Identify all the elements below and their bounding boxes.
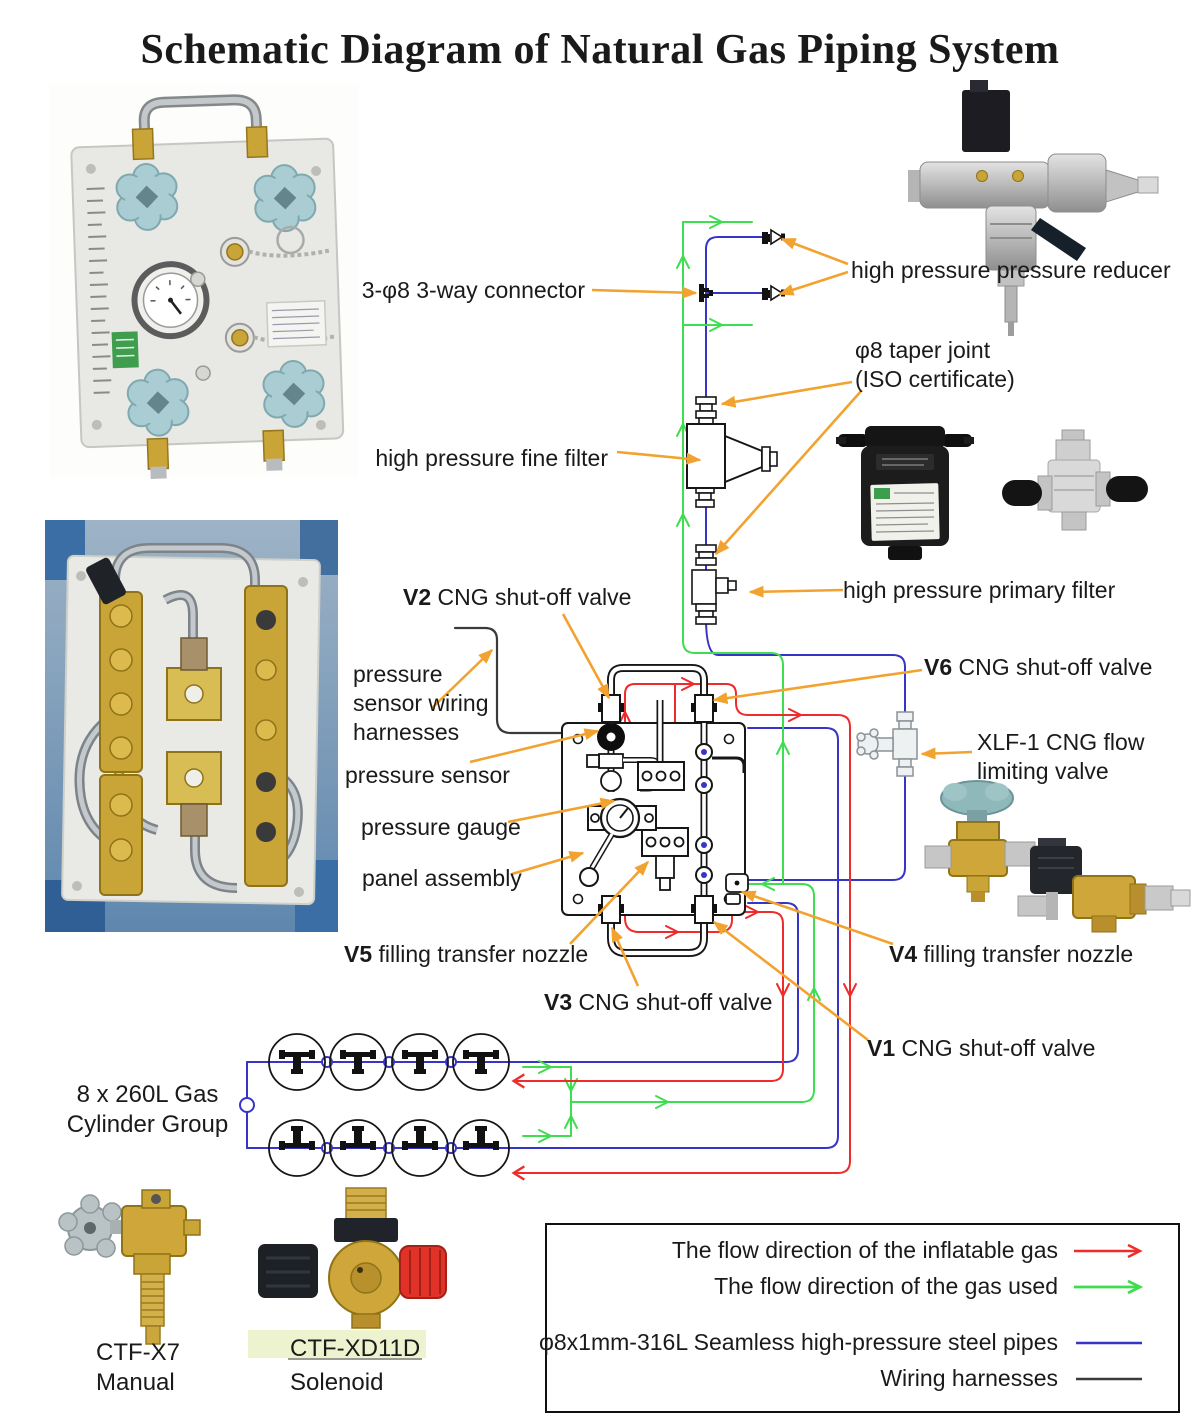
legend-row-inflatable: The flow direction of the inflatable gas — [672, 1237, 1150, 1264]
label-taper-joint: φ8 taper joint(ISO certificate) — [855, 337, 1015, 392]
v6-valve-symbol — [691, 694, 717, 723]
green-arrow-icon — [1074, 1279, 1144, 1294]
label-three-way-connector: 3-φ8 3-way connector — [361, 277, 585, 303]
photo-ctf-x7-valve — [58, 1189, 201, 1345]
label-v5-nozzle: V5 filling transfer nozzle — [344, 941, 589, 967]
primary-filter-symbol — [691, 544, 737, 625]
caption-underline — [288, 1358, 422, 1360]
v3-valve-symbol — [691, 895, 717, 924]
label-v2-valve: V2 CNG shut-off valve — [403, 584, 632, 610]
label-v3-valve: V3 CNG shut-off valve — [544, 989, 773, 1015]
wiring-harness-line — [453, 626, 599, 735]
photo-manifold-assembly — [45, 520, 338, 932]
label-arrows — [431, 237, 973, 1042]
label-primary-filter: high pressure primary filter — [843, 577, 1116, 603]
cylinder-row-bottom — [268, 1119, 510, 1177]
label-panel-assembly: panel assembly — [362, 865, 522, 891]
pressure-sensor-symbol — [597, 723, 625, 751]
v4-nozzle-symbol — [725, 873, 749, 905]
label-pressure-sensor: pressure sensor — [345, 762, 510, 788]
gas-cylinder-group — [268, 1033, 510, 1177]
blue-line-icon — [1076, 1341, 1142, 1344]
photo-inline-valve — [1002, 429, 1148, 531]
label-v1-valve: V1 CNG shut-off valve — [867, 1035, 1096, 1061]
xlf-flow-limiting-valve-symbol — [856, 711, 918, 777]
red-arrow-icon — [1074, 1243, 1143, 1258]
v2-valve-symbol — [598, 694, 624, 723]
label-pressure-reducer: high pressure pressure reducer — [851, 257, 1171, 283]
center-block-lower — [641, 827, 689, 891]
photo-ctf-xd11d-valve — [258, 1187, 447, 1329]
photo-valve-panel — [50, 85, 358, 479]
v5-valve-symbol — [598, 895, 624, 924]
center-block-upper — [637, 761, 685, 791]
three-way-connector-symbol — [699, 284, 713, 302]
label-v6-valve: V6 CNG shut-off valve — [924, 654, 1153, 680]
handwheel — [115, 162, 326, 437]
gauge — [131, 261, 210, 340]
caption-highlight — [248, 1330, 426, 1358]
black-line-icon — [1076, 1377, 1142, 1380]
label-fine-filter: high pressure fine filter — [375, 445, 608, 471]
pressure-reducer-symbol — [762, 228, 785, 302]
fine-filter-symbol — [686, 423, 778, 489]
legend-row-gas-used: The flow direction of the gas used — [714, 1273, 1150, 1300]
panel-assembly-drawing — [561, 664, 749, 957]
photo-solenoid-valve — [1017, 838, 1191, 933]
photo-primary-filter — [836, 426, 974, 560]
cylinder-valve-symbols — [279, 1050, 499, 1150]
legend-box: The flow direction of the inflatable gas… — [539, 1223, 1180, 1413]
legend-row-steel-pipes: φ8x1mm-316L Seamless high-pressure steel… — [539, 1329, 1150, 1356]
page-title: Schematic Diagram of Natural Gas Piping … — [140, 27, 1060, 73]
cylinder-row-top — [268, 1033, 510, 1091]
legend-row-wiring: Wiring harnesses — [880, 1365, 1150, 1392]
photo-pressure-reducer — [908, 80, 1159, 336]
label-v4-nozzle: V4 filling transfer nozzle — [889, 941, 1134, 967]
label-pressure-gauge: pressure gauge — [361, 814, 521, 840]
